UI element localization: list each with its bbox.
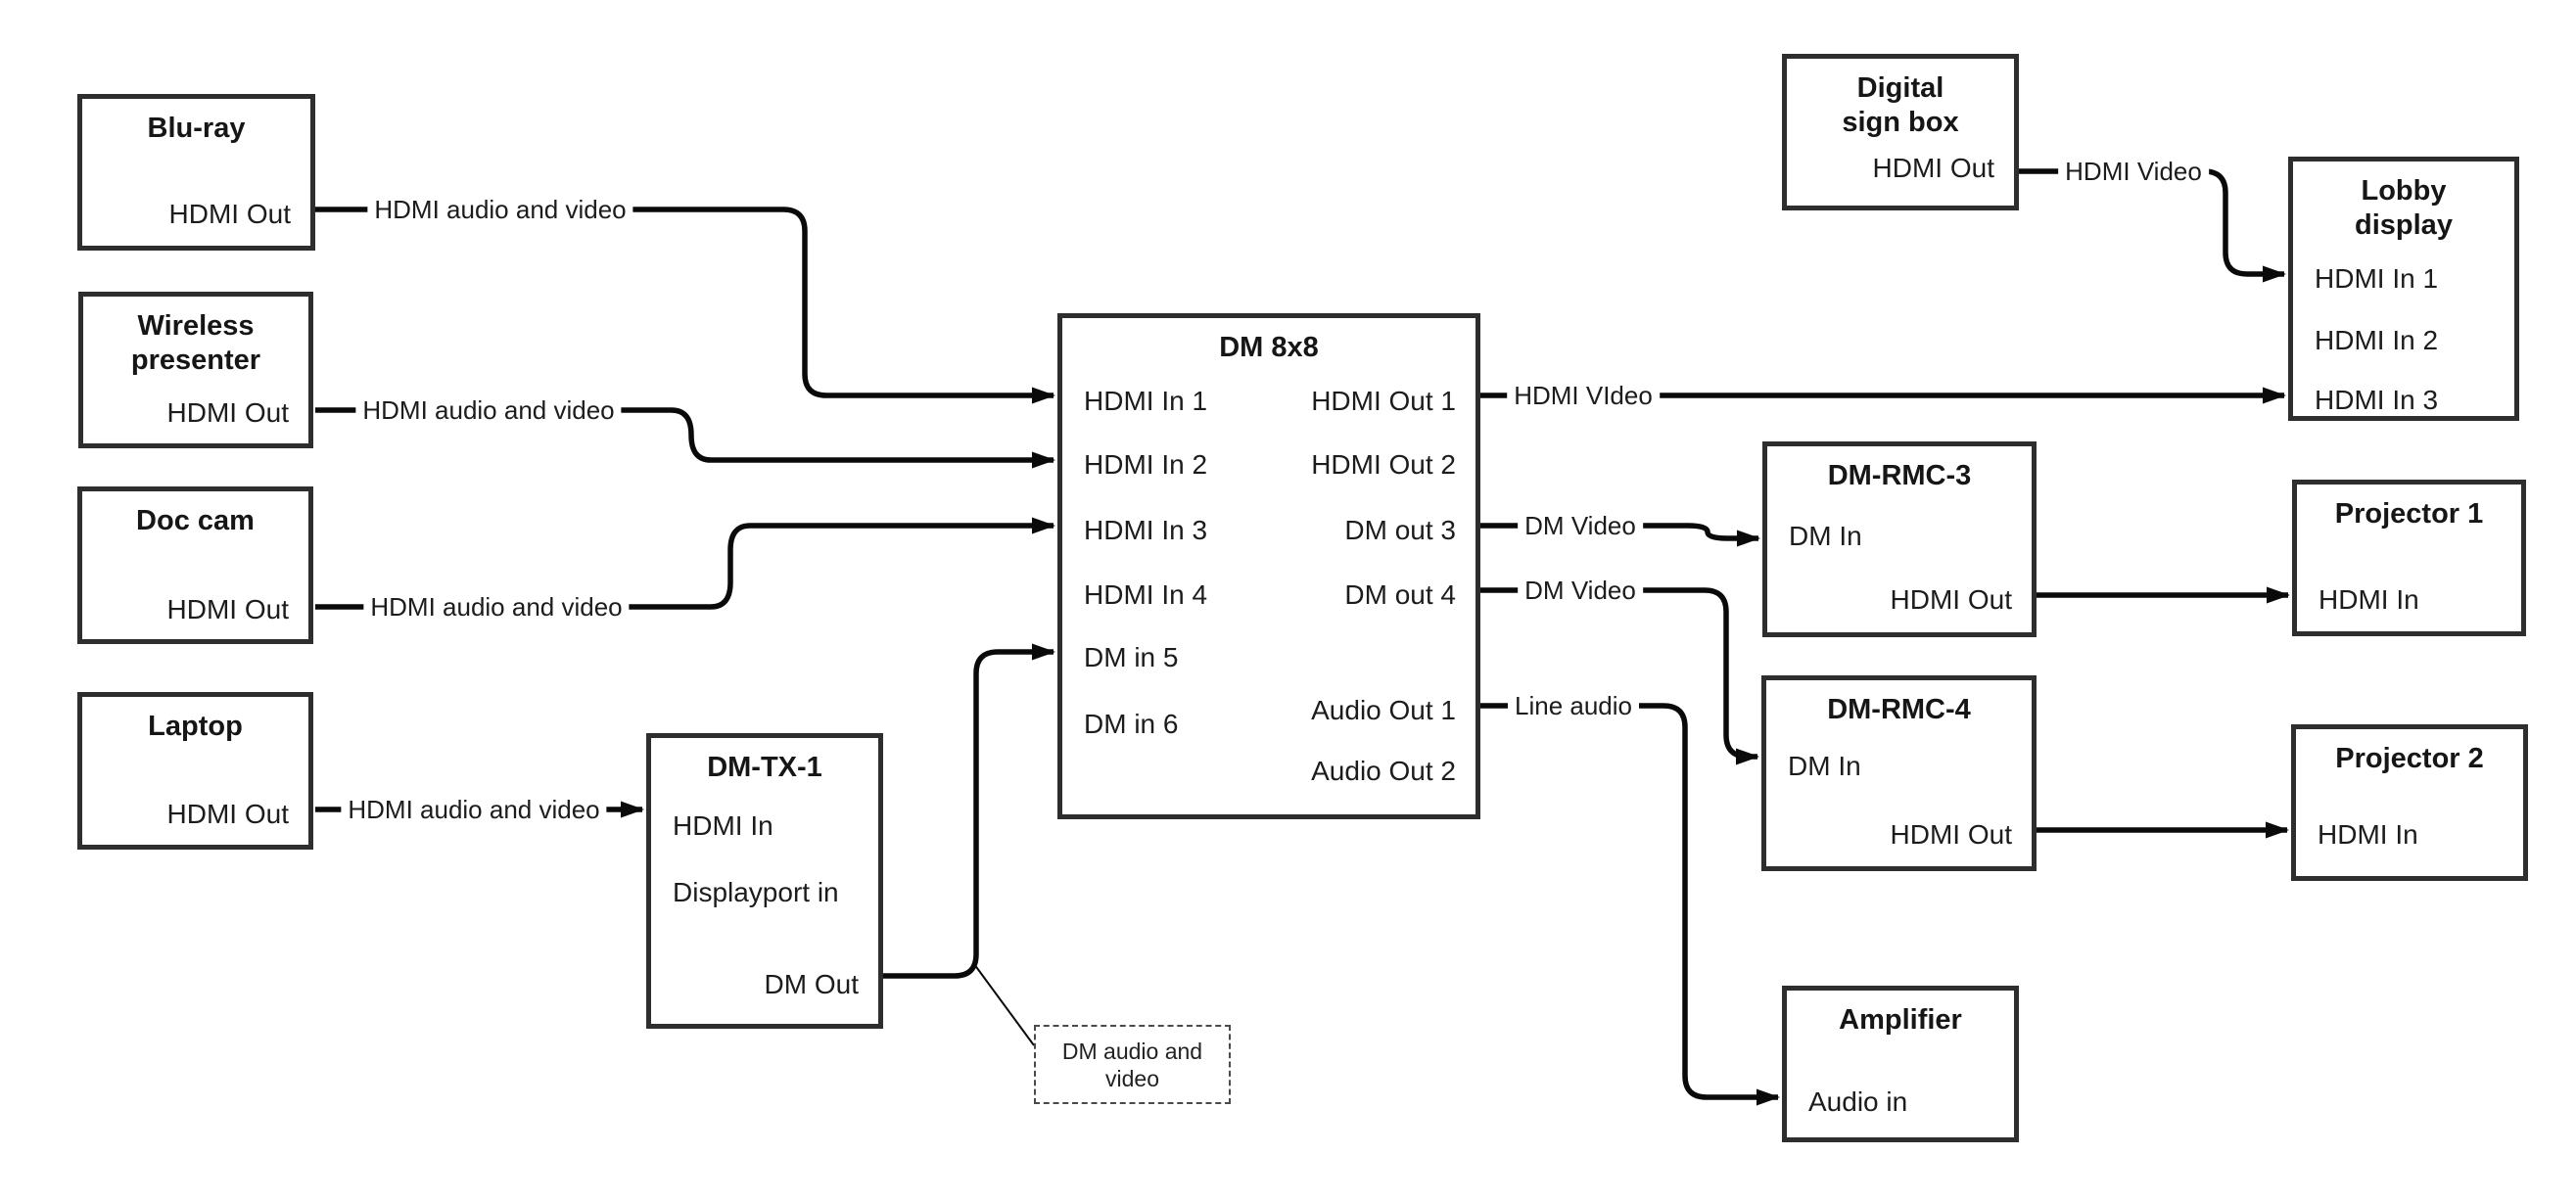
node-title: Digital sign box bbox=[1842, 72, 1959, 138]
port-hdmi-in-1: HDMI In 1 bbox=[2315, 263, 2439, 294]
port-dm-in: DM In bbox=[1789, 521, 1862, 551]
node-title: Projector 2 bbox=[2335, 743, 2484, 774]
edge-label-hdmi-video-out1: HDMI VIdeo bbox=[1507, 381, 1660, 410]
node-wireless-presenter: Wireless presenter HDMI Out bbox=[78, 292, 313, 448]
port-hdmi-out: HDMI Out bbox=[1890, 584, 2012, 615]
port-audio-in: Audio in bbox=[1808, 1086, 1908, 1117]
edge-label-laptop: HDMI audio and video bbox=[341, 795, 607, 824]
node-title: Blu-ray bbox=[147, 113, 246, 144]
port-hdmi-out: HDMI Out bbox=[166, 397, 289, 428]
node-dm-tx-1: DM-TX-1 HDMI In Displayport in DM Out bbox=[646, 733, 883, 1029]
node-title: DM 8x8 bbox=[1219, 332, 1319, 363]
port-hdmi-out-2: HDMI Out 2 bbox=[1311, 449, 1456, 480]
port-hdmi-in-1: HDMI In 1 bbox=[1084, 386, 1208, 416]
port-dm-in-6: DM in 6 bbox=[1084, 709, 1179, 739]
edge-label-digital-sign: HDMI Video bbox=[2058, 157, 2209, 186]
node-title: Projector 1 bbox=[2334, 498, 2484, 530]
node-blu-ray: Blu-ray HDMI Out bbox=[77, 94, 315, 251]
edge-bluray-dm8x8 bbox=[315, 207, 1055, 404]
port-audio-out-2: Audio Out 2 bbox=[1311, 756, 1456, 786]
port-hdmi-out: HDMI Out bbox=[1890, 819, 2012, 850]
port-audio-out-1: Audio Out 1 bbox=[1311, 695, 1456, 725]
port-hdmi-out: HDMI Out bbox=[1872, 153, 1994, 183]
port-hdmi-out: HDMI Out bbox=[168, 199, 291, 229]
node-lobby-display: Lobby display HDMI In 1 HDMI In 2 HDMI I… bbox=[2288, 157, 2519, 421]
port-hdmi-in: HDMI In bbox=[673, 810, 773, 841]
node-projector-1: Projector 1 HDMI In bbox=[2292, 480, 2526, 636]
node-dm-rmc-4: DM-RMC-4 DM In HDMI Out bbox=[1761, 675, 2037, 871]
port-hdmi-out: HDMI Out bbox=[166, 799, 289, 829]
port-hdmi-out: HDMI Out bbox=[166, 594, 289, 624]
node-title: Laptop bbox=[148, 711, 243, 742]
port-displayport-in: Displayport in bbox=[673, 877, 839, 907]
node-digital-sign-box: Digital sign box HDMI Out bbox=[1782, 54, 2019, 210]
port-dm-in-5: DM in 5 bbox=[1084, 642, 1179, 672]
edge-dmtx1-dm8x8 bbox=[883, 643, 1055, 979]
node-title: Wireless presenter bbox=[130, 310, 261, 376]
node-laptop: Laptop HDMI Out bbox=[77, 692, 313, 850]
port-dm-out-3: DM out 3 bbox=[1344, 515, 1456, 545]
edge-dm8x8-rmc3 bbox=[1480, 523, 1760, 547]
port-dm-out: DM Out bbox=[764, 969, 859, 999]
edge-label-dm-video-out4: DM Video bbox=[1518, 576, 1643, 605]
port-dm-out-4: DM out 4 bbox=[1344, 579, 1456, 610]
node-title: DM-TX-1 bbox=[707, 752, 822, 783]
node-title: DM-RMC-4 bbox=[1827, 694, 1971, 725]
edge-label-dm-video-out3: DM Video bbox=[1518, 511, 1643, 540]
port-hdmi-in: HDMI In bbox=[2318, 819, 2418, 850]
edge-label-wireless: HDMI audio and video bbox=[355, 395, 622, 425]
node-amplifier: Amplifier Audio in bbox=[1782, 986, 2019, 1142]
port-hdmi-in-4: HDMI In 4 bbox=[1084, 579, 1208, 610]
edge-doccam-dm8x8 bbox=[315, 517, 1055, 610]
node-dm-rmc-3: DM-RMC-3 DM In HDMI Out bbox=[1762, 441, 2037, 637]
edge-digitalsign-lobby bbox=[2019, 168, 2286, 283]
port-hdmi-in-3: HDMI In 3 bbox=[1084, 515, 1208, 545]
node-doc-cam: Doc cam HDMI Out bbox=[77, 486, 313, 644]
node-dm-8x8: DM 8x8 HDMI In 1 HDMI In 2 HDMI In 3 HDM… bbox=[1057, 313, 1480, 819]
port-hdmi-in-2: HDMI In 2 bbox=[2315, 325, 2439, 355]
port-dm-in: DM In bbox=[1788, 751, 1861, 781]
port-hdmi-in-3: HDMI In 3 bbox=[2315, 385, 2439, 415]
edge-label-bluray: HDMI audio and video bbox=[367, 195, 633, 224]
edge-dm8x8-amplifier bbox=[1480, 703, 1780, 1106]
node-title: Amplifier bbox=[1839, 1004, 1962, 1036]
node-title: DM-RMC-3 bbox=[1827, 460, 1972, 491]
node-title: Lobby display bbox=[2355, 175, 2453, 241]
node-projector-2: Projector 2 HDMI In bbox=[2291, 724, 2528, 881]
note-leader-line bbox=[973, 963, 1035, 1046]
port-hdmi-out-1: HDMI Out 1 bbox=[1311, 386, 1456, 416]
port-hdmi-in: HDMI In bbox=[2318, 584, 2419, 615]
edge-label-doccam: HDMI audio and video bbox=[363, 592, 630, 622]
port-hdmi-in-2: HDMI In 2 bbox=[1084, 449, 1208, 480]
edge-label-line-audio: Line audio bbox=[1508, 691, 1639, 720]
edge-wireless-dm8x8 bbox=[315, 407, 1055, 469]
node-title: Doc cam bbox=[136, 505, 255, 536]
edge-dm8x8-rmc4 bbox=[1480, 587, 1759, 765]
note-dm-audio-and-video: DM audio and video bbox=[1034, 1025, 1231, 1104]
